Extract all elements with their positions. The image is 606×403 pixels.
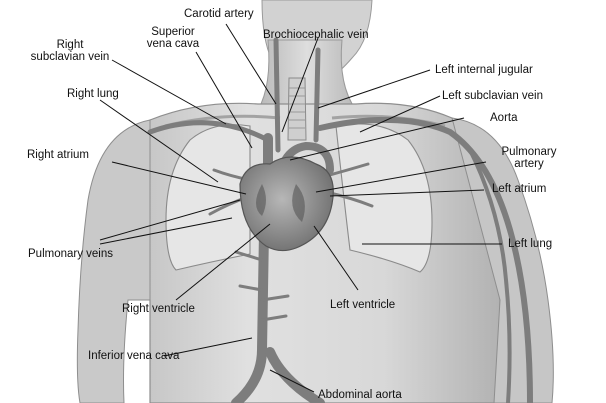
label-left-ventricle: Left ventricle: [330, 299, 396, 311]
label-right-subclavian-vein-line1: Right: [56, 39, 84, 51]
label-left-subclavian-vein: Left subclavian vein: [442, 90, 544, 102]
label-inferior-vena-cava: Inferior vena cava: [88, 350, 180, 362]
label-carotid-artery: Carotid artery: [184, 8, 254, 20]
label-pulmonary-veins: Pulmonary veins: [28, 248, 114, 260]
heart-shape: [239, 156, 334, 252]
label-abdominal-aorta: Abdominal aorta: [318, 389, 402, 401]
label-aorta: Aorta: [490, 112, 518, 124]
label-right-ventricle: Right ventricle: [122, 303, 195, 315]
label-right-subclavian-vein: Right subclavian vein: [25, 39, 115, 63]
right-subclavian-vessel: [147, 120, 271, 143]
label-brachiocephalic-vein: Brochiocephalic vein: [263, 29, 369, 41]
label-left-internal-jugular: Left internal jugular: [435, 64, 533, 76]
label-superior-vena-cava-line2: vena cava: [146, 38, 200, 50]
label-left-atrium: Left atrium: [492, 183, 547, 195]
label-superior-vena-cava-line1: Superior: [151, 26, 195, 38]
label-right-lung: Right lung: [67, 88, 119, 100]
right-arm: [76, 119, 151, 403]
label-pulmonary-artery: Pulmonary artery: [484, 146, 574, 170]
left-arm-vessel-2: [468, 148, 512, 403]
left-subclavian-vessel: [317, 116, 533, 403]
jugular-vessel: [313, 47, 321, 143]
carotid-vessel: [273, 37, 281, 153]
label-right-atrium: Right atrium: [27, 149, 89, 161]
descending-aorta: [231, 227, 269, 403]
ivc-branches: [234, 250, 290, 322]
left-lung-shape: [335, 123, 433, 273]
label-left-lung: Left lung: [508, 238, 553, 250]
label-superior-vena-cava: Superior vena cava: [138, 26, 208, 50]
label-right-subclavian-vein-line2: subclavian vein: [30, 51, 110, 63]
label-pulmonary-artery-line1: Pulmonary: [501, 146, 557, 158]
trachea: [287, 77, 307, 141]
label-pulmonary-artery-line2: artery: [514, 158, 544, 170]
